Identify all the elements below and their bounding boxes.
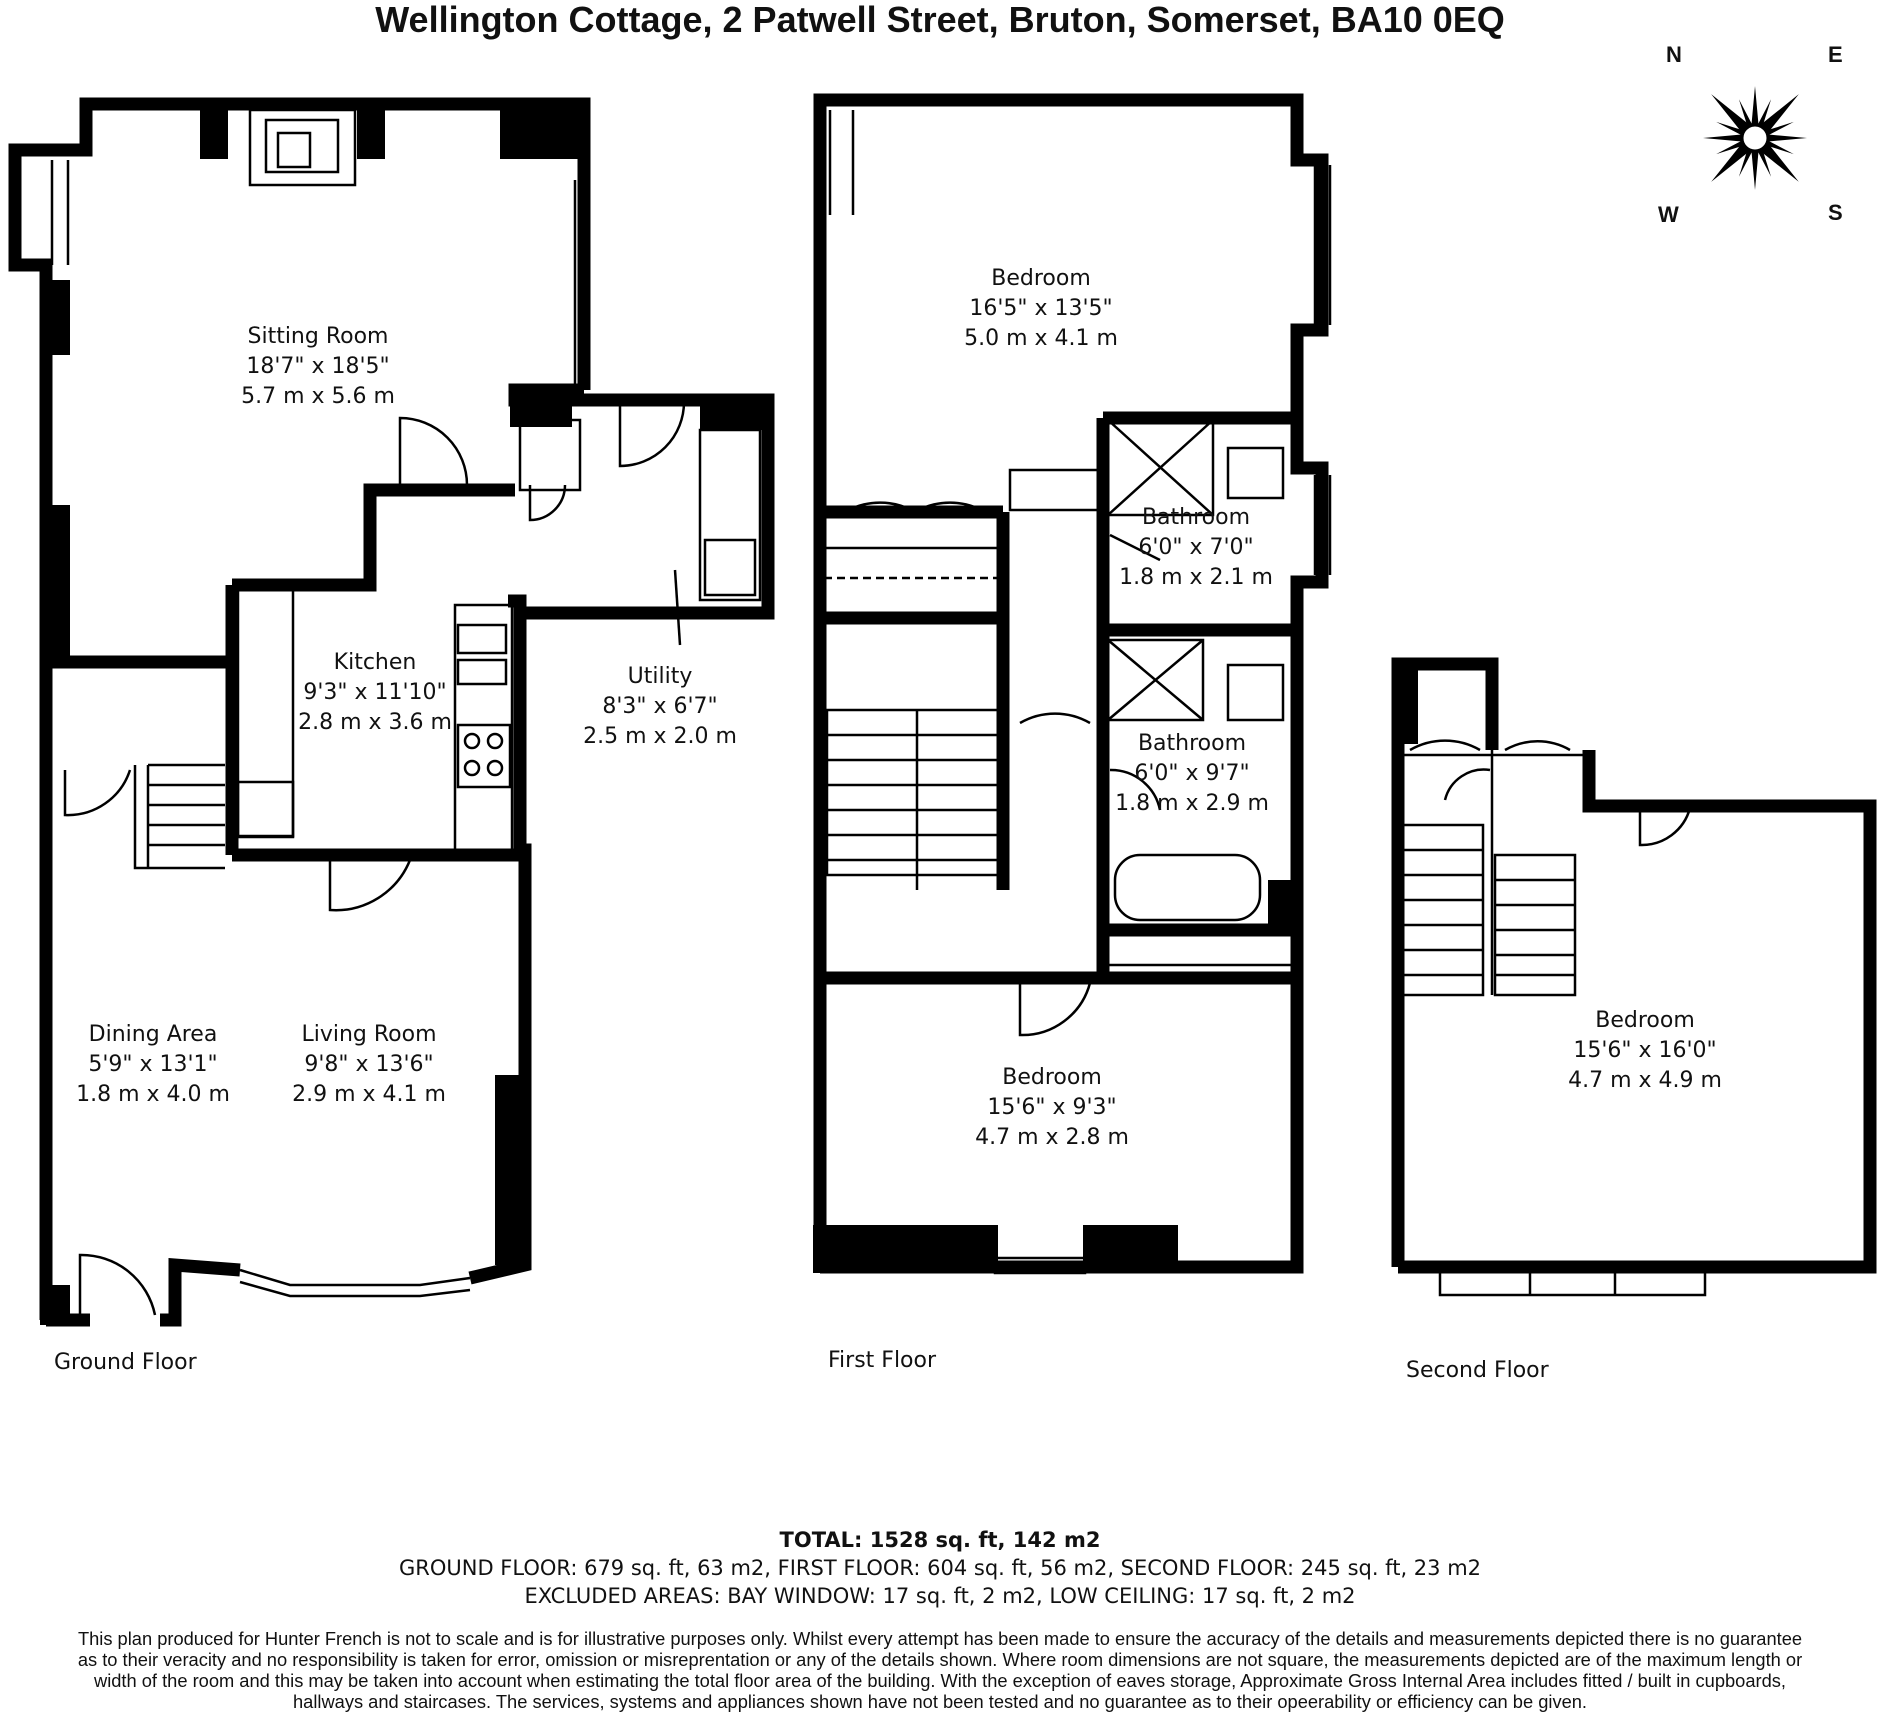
excluded-areas: EXCLUDED AREAS: BAY WINDOW: 17 sq. ft, 2… [524,1584,1356,1608]
room-imperial: 6'0" x 7'0" [1138,535,1254,560]
room-label-bedroom-2: Bedroom 15'6" x 9'3" 4.7 m x 2.8 m [975,1063,1129,1153]
room-name: Bathroom [1137,731,1247,756]
room-name: Living Room [301,1022,437,1047]
room-metric: 2.8 m x 3.6 m [298,710,452,735]
room-metric: 2.9 m x 4.1 m [292,1082,446,1107]
area-totals: TOTAL: 1528 sq. ft, 142 m2 GROUND FLOOR:… [0,1526,1880,1610]
room-metric: 4.7 m x 2.8 m [975,1125,1129,1150]
room-imperial: 15'6" x 9'3" [987,1095,1117,1120]
floor-label-first: First Floor [828,1348,937,1373]
room-imperial: 6'0" x 9'7" [1134,761,1250,786]
room-imperial: 18'7" x 18'5" [246,354,390,379]
room-label-bathroom-1: Bathroom 6'0" x 7'0" 1.8 m x 2.1 m [1119,503,1273,593]
room-label-sitting-room: Sitting Room 18'7" x 18'5" 5.7 m x 5.6 m [241,322,395,412]
room-name: Dining Area [88,1022,218,1047]
room-metric: 1.8 m x 4.0 m [76,1082,230,1107]
disclaimer-text: This plan produced for Hunter French is … [77,1628,1803,1712]
compass-west-label: W [1658,202,1679,227]
room-imperial: 9'3" x 11'10" [303,680,447,705]
room-label-living-room: Living Room 9'8" x 13'6" 2.9 m x 4.1 m [292,1020,446,1110]
room-metric: 5.0 m x 4.1 m [964,326,1118,351]
room-label-bedroom-3: Bedroom 15'6" x 16'0" 4.7 m x 4.9 m [1568,1006,1722,1096]
floor-label-second: Second Floor [1406,1358,1549,1383]
compass-south-label: S [1828,200,1843,225]
room-imperial: 5'9" x 13'1" [88,1052,218,1077]
room-name: Bedroom [1595,1008,1695,1033]
room-metric: 2.5 m x 2.0 m [583,724,737,749]
room-metric: 5.7 m x 5.6 m [241,384,395,409]
second-floor-thin-lines [1401,739,1707,1297]
room-metric: 4.7 m x 4.9 m [1568,1068,1722,1093]
room-name: Bedroom [1002,1065,1102,1090]
room-label-bedroom-1: Bedroom 16'5" x 13'5" 5.0 m x 4.1 m [964,264,1118,354]
room-name: Bedroom [991,266,1091,291]
room-name: Sitting Room [247,324,389,349]
room-label-bathroom-2: Bathroom 6'0" x 9'7" 1.8 m x 2.9 m [1115,729,1269,819]
room-imperial: 9'8" x 13'6" [304,1052,434,1077]
ground-floor-thin-lines [50,108,762,1316]
first-floor-thin-lines [824,110,1332,1275]
room-metric: 1.8 m x 2.9 m [1115,791,1269,816]
room-name: Bathroom [1141,505,1251,530]
room-name: Kitchen [333,650,417,675]
room-metric: 1.8 m x 2.1 m [1119,565,1273,590]
room-label-kitchen: Kitchen 9'3" x 11'10" 2.8 m x 3.6 m [298,648,452,738]
room-imperial: 15'6" x 16'0" [1573,1038,1717,1063]
compass-rose-icon [1703,86,1807,190]
compass-north-label: N [1666,42,1682,67]
wall-blocks [40,104,1418,1325]
room-label-utility: Utility 8'3" x 6'7" 2.5 m x 2.0 m [583,662,737,752]
room-label-dining-area: Dining Area 5'9" x 13'1" 1.8 m x 4.0 m [76,1020,230,1110]
page-title: Wellington Cottage, 2 Patwell Street, Br… [375,0,1505,40]
room-imperial: 16'5" x 13'5" [969,296,1113,321]
room-imperial: 8'3" x 6'7" [602,694,718,719]
room-name: Utility [627,664,693,689]
floor-label-ground: Ground Floor [54,1350,197,1375]
compass-east-label: E [1828,42,1843,67]
floor-areas: GROUND FLOOR: 679 sq. ft, 63 m2, FIRST F… [398,1556,1482,1580]
total-area: TOTAL: 1528 sq. ft, 142 m2 [779,1528,1101,1552]
